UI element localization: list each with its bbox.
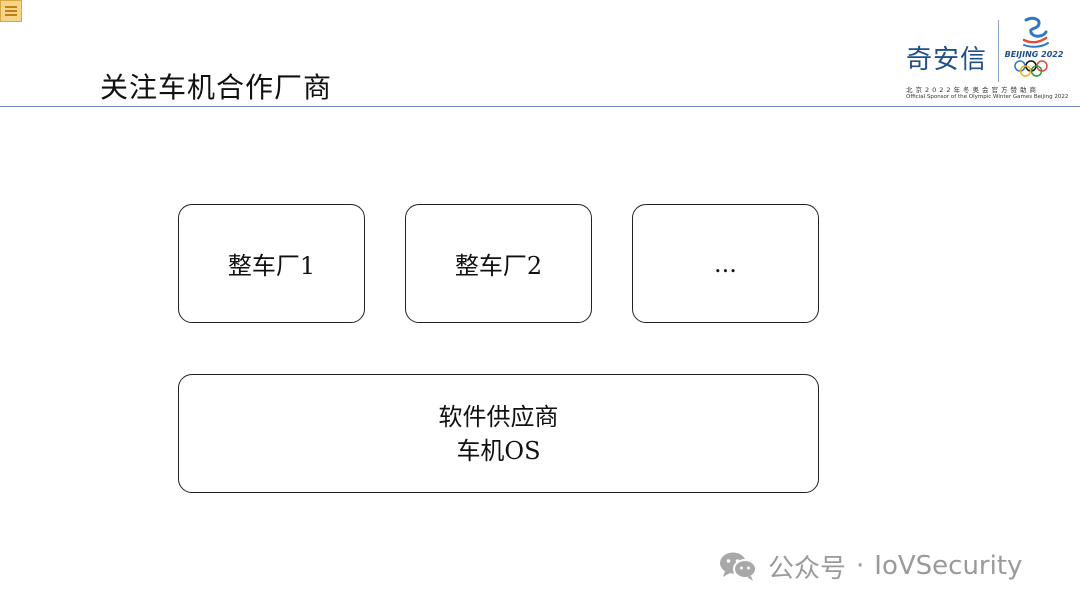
sponsor-brand: 奇安信 xyxy=(906,45,988,75)
oem-box-1-label: 整车厂1 xyxy=(227,252,316,280)
title-divider xyxy=(0,106,1080,107)
emblem-text: BEIJING 2022 xyxy=(1004,50,1064,59)
oem-box-1: 整车厂1 xyxy=(178,204,365,323)
sponsor-caption-cn: 北京2022年冬奥会官方赞助商 xyxy=(906,86,1040,94)
watermark-account: IoVSecurity xyxy=(874,551,1023,581)
oem-box-2-label: 整车厂2 xyxy=(454,252,543,280)
sponsor-divider xyxy=(998,20,999,82)
sponsor-block: 奇安信 BEIJING 2022 北京2022年冬奥会官方赞助商 Officia… xyxy=(900,12,1070,104)
software-vendor-label: 软件供应商 xyxy=(438,402,559,431)
more-box-label: ... xyxy=(714,249,737,278)
page-title: 关注车机合作厂商 xyxy=(100,71,333,104)
watermark-prefix: 公众号 xyxy=(768,553,847,584)
oem-box-2: 整车厂2 xyxy=(405,204,592,323)
software-vendor-box: 软件供应商 车机OS xyxy=(178,374,819,493)
watermark: 公众号 · IoVSecurity xyxy=(718,548,1022,584)
wechat-icon xyxy=(720,552,757,581)
sponsor-caption-en: Official Sponsor of the Olympic Winter G… xyxy=(906,94,1069,100)
watermark-separator: · xyxy=(856,551,865,581)
winter-olympics-emblem-icon xyxy=(1014,16,1049,77)
more-box: ... xyxy=(632,204,819,323)
note-icon xyxy=(0,0,22,22)
car-os-label: 车机OS xyxy=(456,436,541,465)
